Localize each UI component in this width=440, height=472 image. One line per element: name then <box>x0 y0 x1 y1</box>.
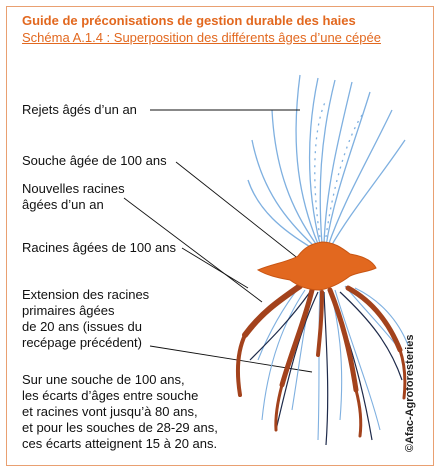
dark-root <box>276 292 318 430</box>
old-root <box>330 290 356 390</box>
leader-racines-100 <box>182 248 248 288</box>
old-root <box>238 335 245 395</box>
shoot <box>328 110 392 246</box>
dark-root <box>324 292 328 445</box>
shoot <box>330 140 405 248</box>
young-root <box>345 286 400 350</box>
shoot <box>248 180 312 248</box>
stump-knot <box>282 262 290 270</box>
shoot <box>320 80 335 244</box>
young-roots <box>258 286 408 440</box>
old-root <box>318 292 322 355</box>
shoot <box>252 140 314 246</box>
shoots <box>248 75 405 248</box>
old-root <box>400 350 405 398</box>
old-root <box>356 390 361 436</box>
stump-knot <box>348 256 360 268</box>
leader-souche <box>176 162 300 260</box>
young-root <box>335 290 380 430</box>
leader-lines <box>124 110 312 372</box>
shoot <box>310 78 320 244</box>
